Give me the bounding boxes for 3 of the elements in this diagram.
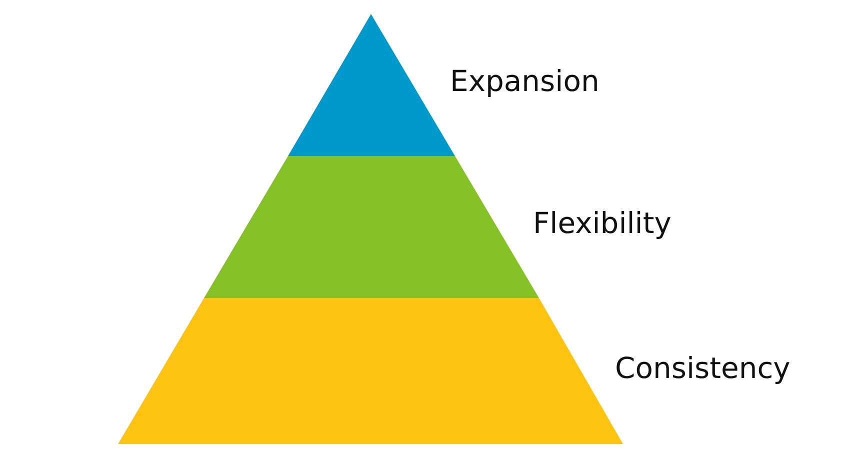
tier-label: Expansion [450,64,600,98]
tier-label: Flexibility [533,206,672,240]
tier-label: Consistency [615,351,790,385]
